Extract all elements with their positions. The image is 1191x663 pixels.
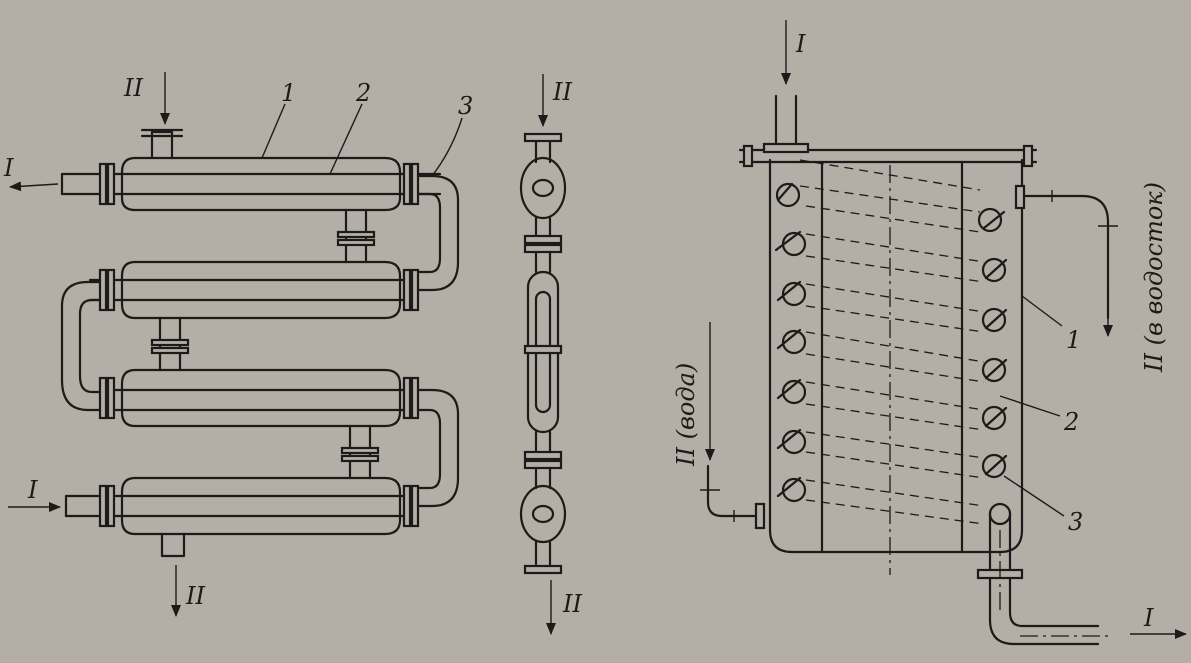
label-water-inlet: II (вода) [672, 363, 700, 467]
u-bend-right-upper-inner [416, 192, 442, 274]
label-II-outlet-left: II [185, 582, 205, 610]
u-bend-right-upper [416, 174, 460, 292]
leader-2-right [999, 395, 1061, 417]
part-number-2-right: 2 [1063, 408, 1079, 436]
part-number-2-left: 2 [355, 79, 371, 107]
submerged-coil-exchanger [700, 20, 1187, 646]
u-bend-right-lower [416, 388, 460, 508]
u-bend-right-lower-inner [416, 408, 442, 490]
label-I-inlet-left: I [27, 476, 38, 504]
leader-3-left [431, 117, 463, 177]
label-drain-outlet: II (в водосток) [1140, 182, 1168, 373]
part-number-1-left: 1 [281, 79, 296, 107]
u-bend-left-inner [78, 298, 102, 394]
label-I-outlet-left: I [3, 154, 14, 182]
label-II-outlet-side: II [562, 590, 582, 618]
double-pipe-exchanger-front-view [8, 72, 463, 617]
label-I-outlet-coil: I [1143, 604, 1154, 632]
pipe-row-2 [88, 260, 420, 320]
u-bend-left [60, 280, 102, 412]
annulus-connector-3-4 [340, 424, 380, 480]
coil-turns [774, 159, 1008, 525]
flow-arrow-I-out [9, 181, 59, 192]
part-number-1-right: 1 [1066, 326, 1081, 354]
part-number-3-right: 3 [1068, 508, 1083, 536]
annulus-connector-2-3 [150, 316, 190, 372]
leader-1-left [261, 103, 286, 159]
pipe-row-4 [64, 476, 420, 558]
label-II-inlet-left: II [123, 74, 143, 102]
leader-1-right [1021, 295, 1063, 327]
label-I-inlet-coil: I [795, 30, 806, 58]
leader-2-left [329, 103, 363, 175]
part-number-3-left: 3 [458, 92, 473, 120]
leader-3-right [1003, 475, 1065, 517]
double-pipe-exchanger-side-view [519, 74, 567, 635]
pipe-row-3 [98, 368, 420, 428]
label-II-inlet-side: II [552, 78, 572, 106]
pipe-row-1 [60, 128, 442, 212]
annulus-connector-1-2 [336, 208, 376, 264]
